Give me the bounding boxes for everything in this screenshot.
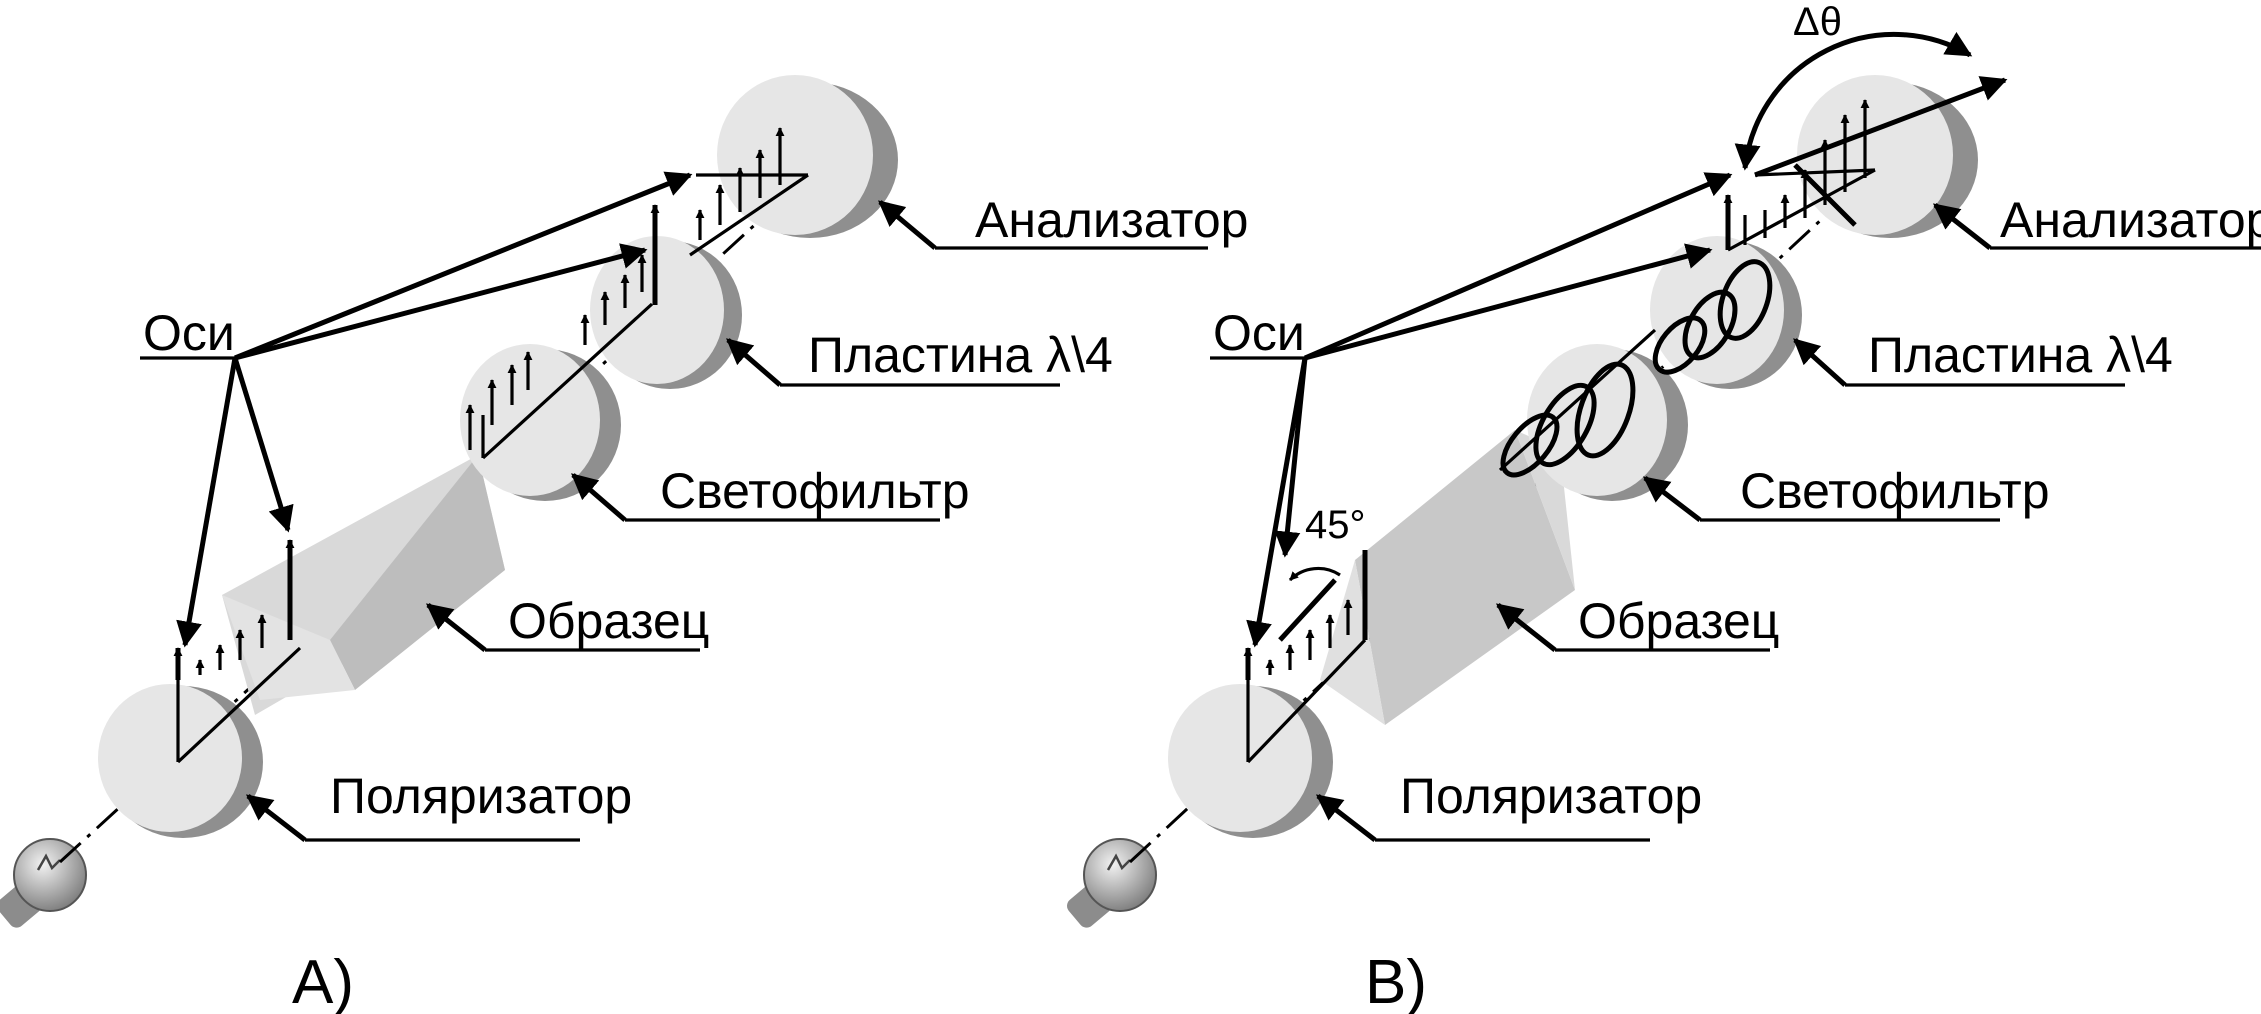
analyzer-label: Анализатор — [2000, 192, 2261, 248]
label-sample-a: Образец — [425, 593, 709, 652]
label-filter-a: Светофильтр — [571, 463, 970, 522]
label-sample-b: Образец — [1495, 593, 1779, 652]
filter-label: Светофильтр — [660, 463, 970, 519]
rotation-label: Δθ — [1793, 0, 1842, 44]
analyzer-lens — [717, 75, 898, 238]
polarizer-label: Поляризатор — [330, 768, 632, 824]
polarizer-lens — [1168, 684, 1333, 838]
axes-label: Оси — [1213, 305, 1305, 361]
panel-b: 45° Δθ — [1067, 0, 2261, 1014]
label-plate-b: Пластина λ\4 — [1793, 327, 2173, 387]
axes-leaders-b — [1210, 172, 1733, 648]
label-polarizer-a: Поляризатор — [245, 768, 632, 842]
panel-caption-b: B) — [1365, 948, 1427, 1014]
label-filter-b: Светофильтр — [1642, 463, 2050, 522]
sample-block — [1320, 430, 1575, 725]
analyzer-label: Анализатор — [975, 192, 1248, 248]
polarization-vectors-b: 45° Δθ — [1243, 0, 2008, 764]
svg-text:Пластина λ\4: Пластина λ\4 — [808, 327, 1113, 383]
svg-text:Пластина λ\4: Пластина λ\4 — [1868, 327, 2173, 383]
light-bulb-icon — [1067, 838, 1157, 928]
plate-label: Пластина — [808, 327, 1032, 383]
polarizer-lens — [98, 684, 263, 838]
axes-label: Оси — [143, 305, 235, 361]
plate-lens — [590, 236, 742, 389]
axes-leaders-a — [140, 171, 693, 648]
sample-label: Образец — [1578, 593, 1779, 649]
plate-label: Пластина — [1868, 327, 2092, 383]
polarizer-label: Поляризатор — [1400, 768, 1702, 824]
polarization-vectors-a — [173, 127, 809, 764]
panel-caption-a: A) — [292, 948, 354, 1014]
plate-symbol: λ\4 — [2106, 327, 2173, 383]
label-analyzer-a: Анализатор — [878, 192, 1248, 250]
label-analyzer-b: Анализатор — [1932, 192, 2261, 250]
sample-label: Образец — [508, 593, 709, 649]
sample-block — [222, 455, 505, 715]
label-polarizer-b: Поляризатор — [1315, 768, 1702, 842]
filter-label: Светофильтр — [1740, 463, 2050, 519]
angle-label: 45° — [1305, 503, 1366, 547]
panel-a: Анализатор Пластина λ\4 Светофильтр Обра… — [0, 75, 1248, 1014]
label-plate-a: Пластина λ\4 — [726, 327, 1113, 387]
light-bulb-icon — [0, 838, 87, 928]
plate-symbol: λ\4 — [1046, 327, 1113, 383]
